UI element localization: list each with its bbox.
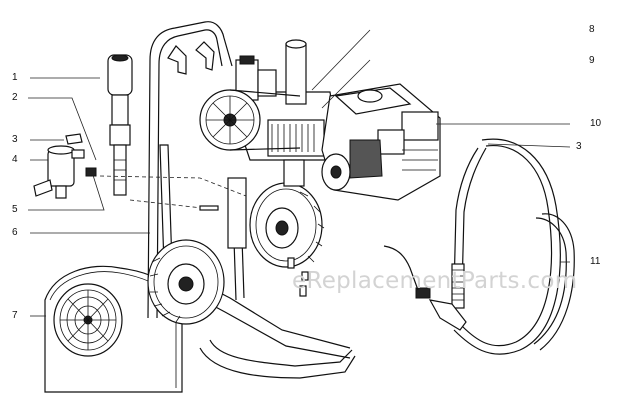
callout-5: 5 (12, 204, 18, 215)
callout-7: 7 (12, 310, 18, 321)
callout-6: 6 (12, 227, 18, 238)
callout-3-right: 3 (576, 141, 582, 152)
callout-9: 9 (589, 55, 595, 66)
cart-frame (147, 21, 356, 379)
hose-and-spray-gun (383, 138, 575, 355)
callout-1: 1 (12, 72, 18, 83)
pump-motor-assembly (199, 39, 337, 187)
callout-11: 11 (590, 256, 601, 267)
filter-manifold (33, 133, 97, 199)
callout-4: 4 (12, 154, 18, 165)
hardware-bolts (199, 205, 309, 297)
callout-3-left: 3 (12, 134, 18, 145)
gas-engine (321, 83, 441, 201)
left-wheel (147, 239, 225, 325)
callout-8: 8 (589, 24, 595, 35)
callout-10: 10 (590, 118, 602, 129)
callout-2: 2 (12, 92, 18, 103)
right-wheel (249, 182, 325, 268)
inlet-strainer (107, 54, 133, 196)
watermark-text: eReplacementParts.com (292, 268, 578, 294)
leader-lines (28, 29, 571, 317)
